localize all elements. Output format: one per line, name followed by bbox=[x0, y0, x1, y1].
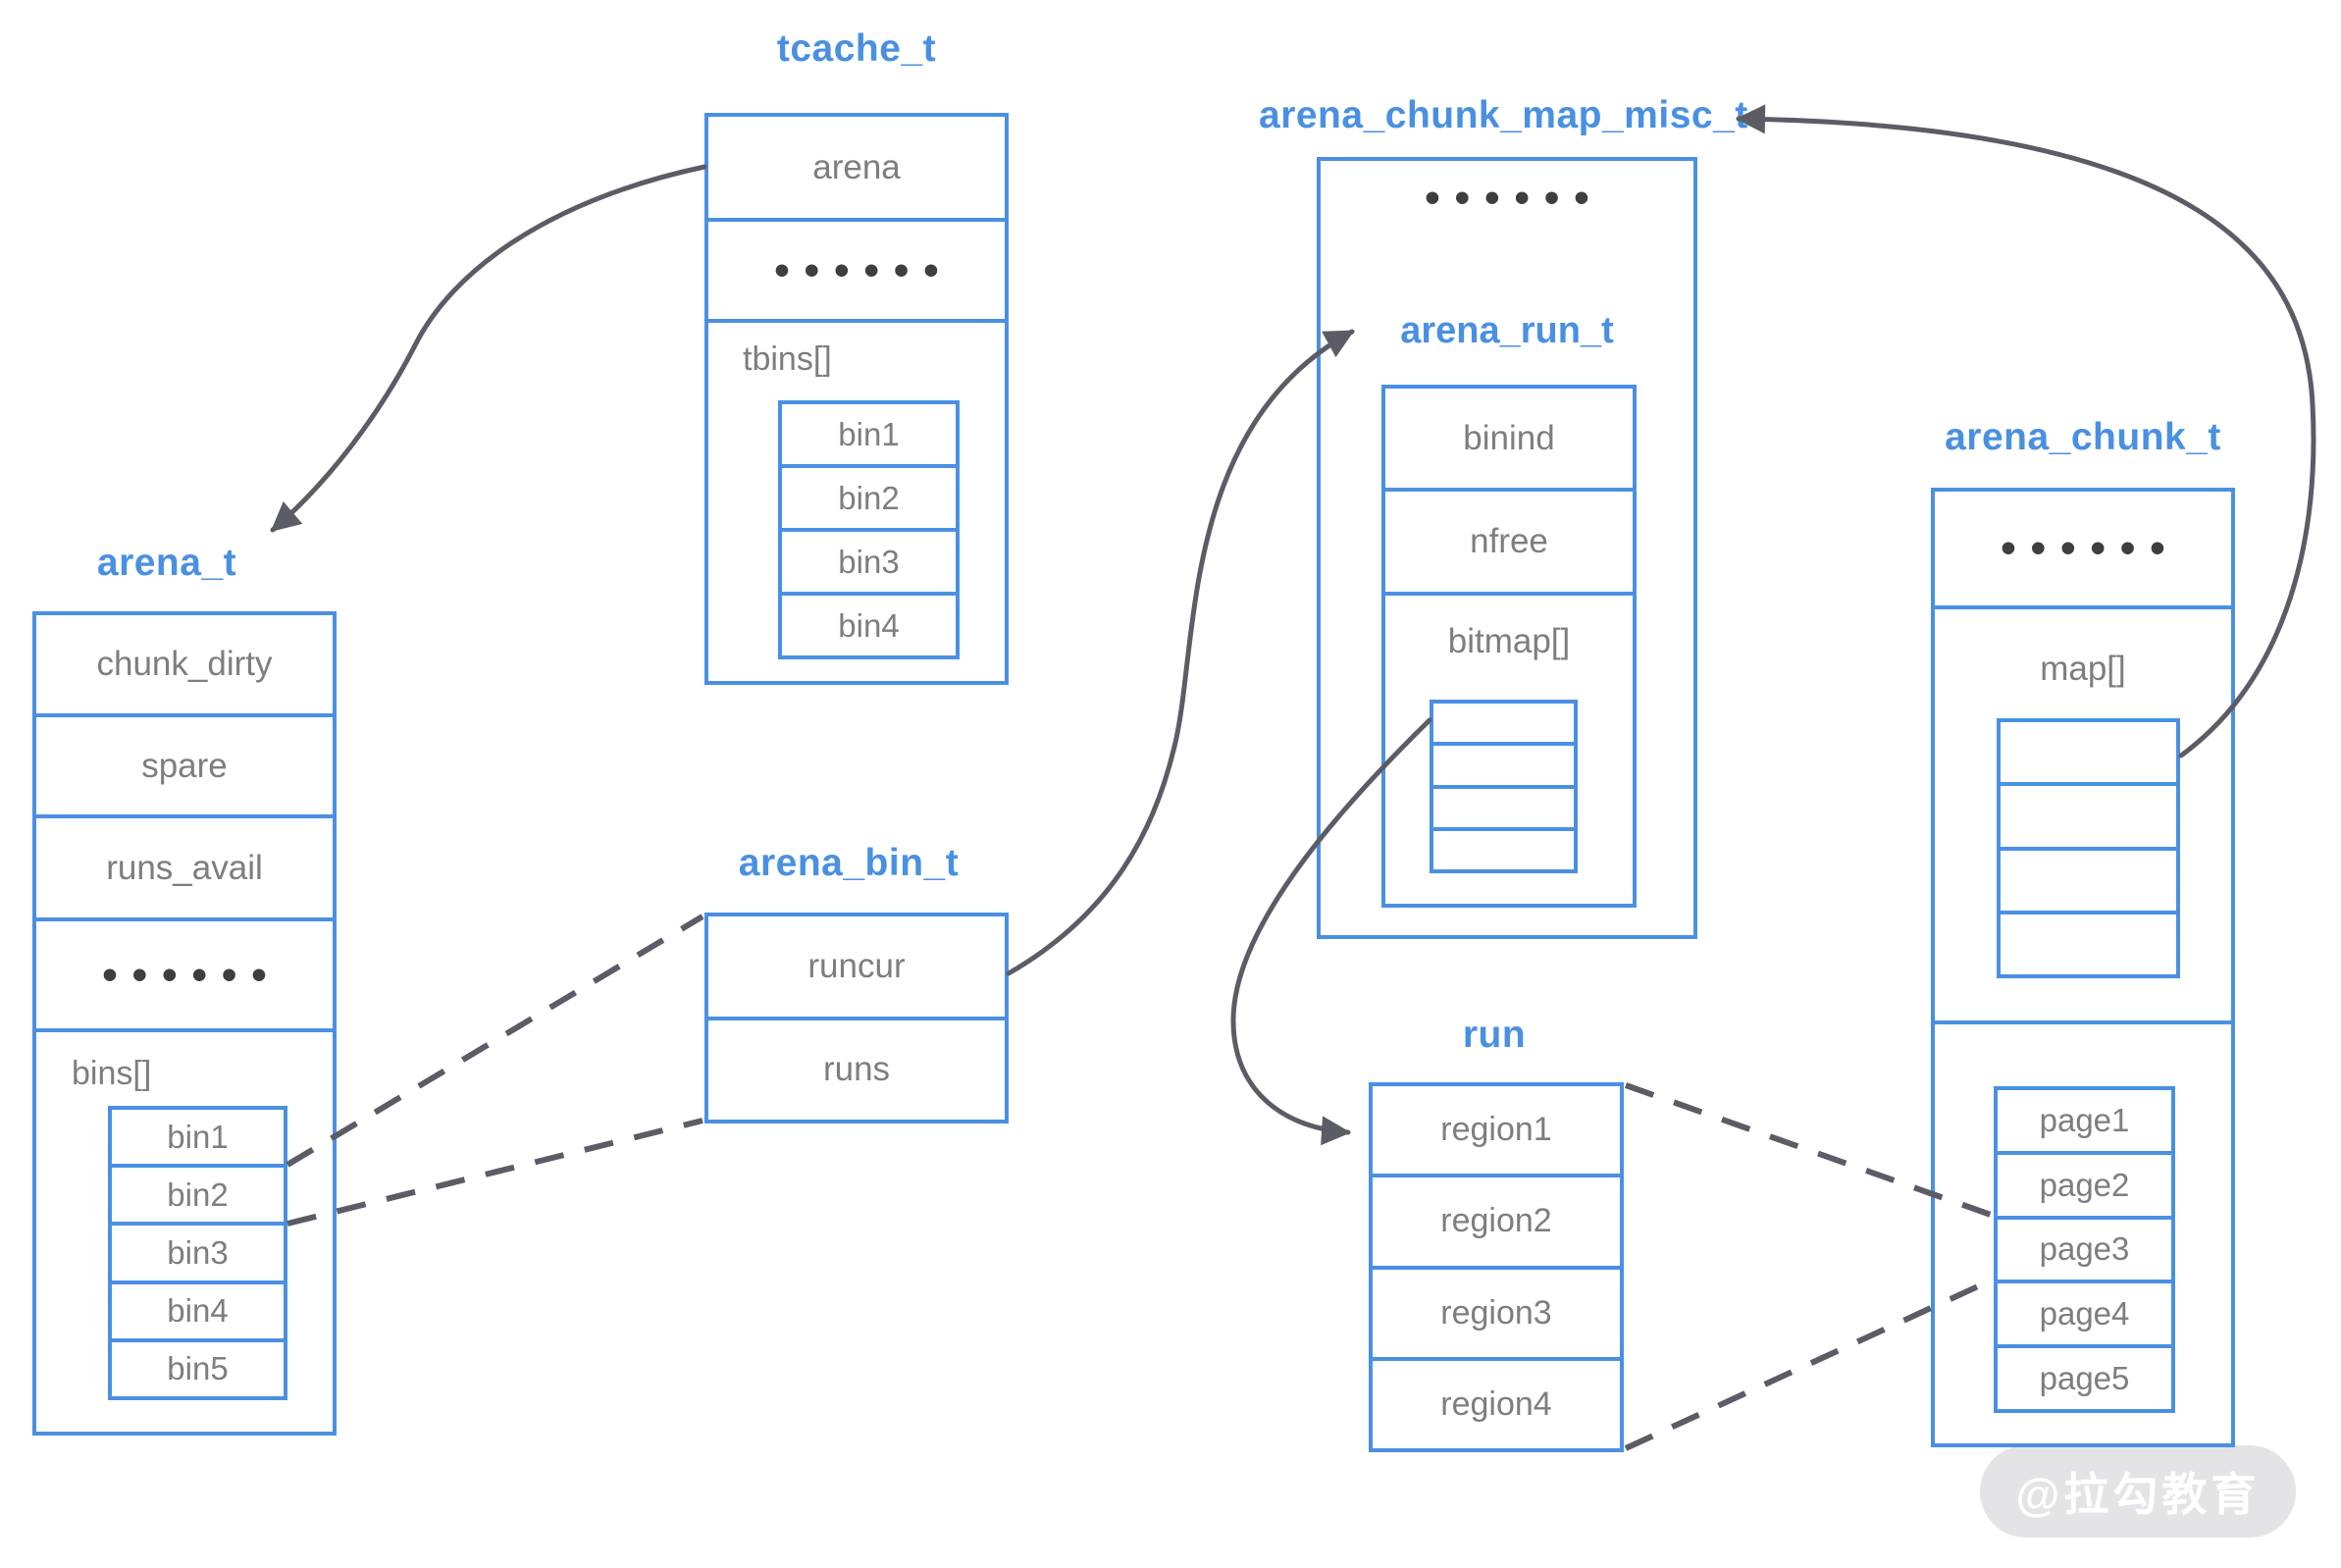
arena-bin-field-runs: runs bbox=[822, 1050, 891, 1089]
arena-bin-box: runcur runs bbox=[704, 913, 1009, 1124]
map-cell bbox=[2001, 786, 2176, 851]
bitmap-box bbox=[1430, 700, 1578, 873]
run-region-cell: region4 bbox=[1440, 1385, 1552, 1423]
tcache-tbins-label: tbins[] bbox=[743, 340, 832, 378]
misc-ellipsis: •••••• bbox=[1425, 174, 1604, 222]
run-field-nfree: nfree bbox=[1470, 522, 1548, 560]
tcache-field-arena: arena bbox=[812, 147, 901, 186]
run-field-binind: binind bbox=[1463, 418, 1555, 457]
chunk-pages-box: page1 page2 page3 page4 page5 bbox=[1994, 1086, 2175, 1413]
page-cell: page3 bbox=[1998, 1220, 2171, 1284]
tcache-tbins-box: bin1 bin2 bin3 bin4 bbox=[778, 400, 960, 659]
divider bbox=[36, 917, 333, 921]
arena-chunk-title: arena_chunk_t bbox=[1945, 416, 2221, 458]
dashed-bin1-to-arena-bin-top bbox=[286, 914, 704, 1168]
divider bbox=[1935, 605, 2231, 609]
divider bbox=[36, 713, 333, 717]
divider bbox=[1385, 488, 1633, 492]
arena-bin-cell: bin1 bbox=[112, 1110, 284, 1169]
arena-bin-cell: bin2 bbox=[112, 1168, 284, 1227]
chunk-map-box bbox=[1997, 718, 2180, 978]
bitmap-cell bbox=[1433, 704, 1574, 747]
map-cell bbox=[2001, 851, 2176, 915]
page-cell: page1 bbox=[1998, 1090, 2171, 1155]
arena-chunk-map-misc-title: arena_chunk_map_misc_t bbox=[1259, 94, 1748, 136]
watermark-text: @拉勾教育 bbox=[2015, 1469, 2261, 1520]
tcache-bin-cell: bin4 bbox=[838, 606, 900, 644]
arena-bin-cell: bin5 bbox=[167, 1350, 229, 1387]
dashed-bin2-to-arena-bin-bottom bbox=[286, 1118, 703, 1227]
page-cell: page5 bbox=[2039, 1360, 2130, 1397]
run-title: run bbox=[1462, 1014, 1527, 1056]
arena-run-box: binind nfree bitmap[] bbox=[1381, 385, 1637, 908]
page-cell: page2 bbox=[1998, 1155, 2171, 1220]
arena-title: arena_t bbox=[96, 542, 237, 584]
arena-field-spare: spare bbox=[141, 746, 228, 785]
map-cell bbox=[2001, 722, 2176, 787]
run-bitmap-label: bitmap[] bbox=[1447, 621, 1571, 660]
arena-bins-box: bin1 bin2 bin3 bin4 bin5 bbox=[108, 1106, 287, 1400]
arena-bin-cell: bin4 bbox=[112, 1284, 284, 1342]
arena-field-runs-avail: runs_avail bbox=[106, 848, 263, 887]
divider bbox=[708, 218, 1005, 222]
divider bbox=[708, 319, 1005, 323]
arena-bins-label: bins[] bbox=[72, 1055, 152, 1092]
chunk-ellipsis: •••••• bbox=[2001, 524, 2180, 572]
tcache-bin-cell: bin3 bbox=[782, 532, 956, 596]
chunk-map-label: map[] bbox=[2040, 649, 2126, 688]
tcache-bin-cell: bin2 bbox=[782, 468, 956, 532]
tcache-bin-cell: bin1 bbox=[782, 404, 956, 468]
bitmap-cell bbox=[1433, 831, 1574, 869]
divider bbox=[1385, 592, 1633, 596]
map-cell bbox=[2001, 915, 2176, 974]
run-region-cell: region3 bbox=[1373, 1270, 1620, 1361]
divider bbox=[36, 814, 333, 818]
arena-chunk-map-misc-box: •••••• arena_run_t binind nfree bitmap[] bbox=[1317, 157, 1697, 939]
arena-bin-field-runcur: runcur bbox=[708, 916, 1005, 1020]
run-region-cell: region1 bbox=[1373, 1086, 1620, 1178]
arena-field-chunk-dirty: chunk_dirty bbox=[96, 645, 273, 683]
watermark-badge: @拉勾教育 bbox=[1980, 1445, 2296, 1538]
divider bbox=[1935, 1020, 2231, 1024]
arrow-tcache-arena-to-arena-t bbox=[270, 164, 707, 533]
divider bbox=[36, 1028, 333, 1032]
arena-bin-title: arena_bin_t bbox=[738, 842, 960, 884]
arena-chunk-box: •••••• map[] page1 page2 page3 page4 pag… bbox=[1931, 488, 2235, 1447]
run-box: region1 region2 region3 region4 bbox=[1369, 1082, 1624, 1452]
run-region-cell: region2 bbox=[1373, 1177, 1620, 1270]
arena-box: chunk_dirty spare runs_avail •••••• bins… bbox=[32, 611, 337, 1436]
bitmap-cell bbox=[1433, 746, 1574, 789]
bitmap-cell bbox=[1433, 789, 1574, 831]
arena-ellipsis: •••••• bbox=[102, 950, 282, 999]
page-cell: page4 bbox=[1998, 1283, 2171, 1349]
arrow-runcur-to-arena-run-t bbox=[1006, 329, 1355, 976]
tcache-title: tcache_t bbox=[776, 27, 937, 70]
arena-bin-cell: bin3 bbox=[112, 1226, 284, 1284]
tcache-box: arena •••••• tbins[] bin1 bin2 bin3 bin4 bbox=[704, 113, 1009, 685]
tcache-ellipsis: •••••• bbox=[774, 245, 954, 294]
arena-run-title: arena_run_t bbox=[1400, 310, 1614, 351]
